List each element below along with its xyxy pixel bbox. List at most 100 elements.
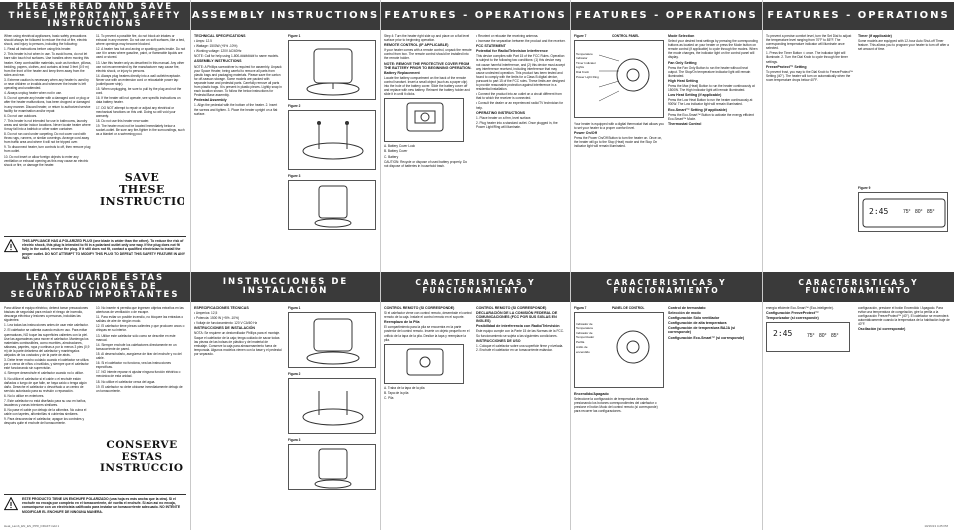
fcc-text: This device complies with Part 15 of the… — [476, 54, 565, 92]
figure-part: A. Battery Cover Lock — [384, 144, 416, 149]
spec-line-es: • Potencia: 1500 W (+5% -10%) — [194, 316, 239, 321]
display-time-es: 2:45 — [773, 329, 793, 339]
features-column-es-1b: CONTROL REMOTO (SI CORRESPONDE) DECLARAC… — [476, 306, 566, 522]
figure-2-label: Figure 2 — [288, 104, 301, 108]
figura-1-label: Figura 1 — [288, 306, 301, 310]
figure-3-label: Figure 3 — [288, 174, 301, 178]
safety-item: 13. Use this heater only as described in… — [96, 60, 185, 73]
features-banner-en-3: FEATURES - OPERATIONS — [763, 2, 954, 30]
features-column-en-3a: To prevent a precise comfort level, turn… — [766, 34, 854, 264]
figure-part-es: C. Pila — [384, 395, 394, 400]
safety-banner-en: PLEASE READ AND SAVE THESE IMPORTANT SAF… — [0, 2, 190, 30]
safety-item-es: 11. Para evitar un posible incendio, no … — [96, 315, 184, 324]
remote-heading-es: CONTROL REMOTO (SI CORRESPONDE) — [384, 306, 455, 310]
callout-temperature: Temperature Indicator — [576, 52, 593, 61]
timer-heading: Timer (if applicable) — [858, 34, 892, 38]
footer-date: 10/16/13 4:25 PM — [924, 524, 948, 528]
eco-intro-es: energía eficiente Eco-Smart™ (Eco-inteli… — [766, 306, 834, 310]
safety-intro: When using electrical appliances, basic … — [4, 34, 88, 47]
safety-item-es: 10. No inserte ni permita que ingresen o… — [96, 306, 184, 315]
figure-part-es: B. Tapa de la pila — [384, 390, 409, 395]
figura-2-assembly — [288, 378, 376, 434]
safety-item-es: 19. El calefactor no debe ubicarse inmed… — [96, 384, 183, 393]
safety-item-es: 13. Utilice este calefactor sólo como se… — [96, 333, 176, 342]
figure-part-es: A. Traba de la tapa de la pila — [384, 385, 425, 390]
safety-item: 9. To disconnect heater, turn controls t… — [4, 145, 91, 154]
column-divider — [570, 0, 571, 530]
timer-text: Some models are equipped with 12-hour Au… — [858, 39, 949, 52]
display-temp: 80° — [915, 209, 923, 215]
safety-item: 10. Do not insert or allow foreign objec… — [4, 154, 89, 167]
safety-item: 15. When unplugging, be sure to pull by … — [96, 87, 182, 96]
safety-item-es: 8. No pase el cable por debajo de la alf… — [4, 408, 87, 417]
freeze-heading-es: Configuración FreezeProtect™ — [766, 311, 819, 316]
safety-item-es: 2. El calefactor se calienta cuando está… — [4, 328, 90, 358]
figura-7-label: Figura 7 — [574, 306, 587, 310]
fan-text: Press the Fan Only Button to run the hea… — [668, 65, 751, 78]
save-instructions-es: CONSERVE ESTAS INSTRUCCIONES — [100, 440, 184, 474]
save-instructions-en: SAVE THESE INSTRUCTIONS — [100, 172, 184, 208]
polarized-warning-es: ESTE PRODUCTO TIENE UN ENCHUFE POLARIZAD… — [4, 494, 186, 524]
control-panel-illustration — [616, 330, 650, 364]
timer-heading-es: Temporizador (si corresponde) — [766, 316, 819, 321]
figura-3-label: Figura 3 — [288, 438, 301, 442]
assembly-text-es: NOTA: Se requiere un destornillador Phil… — [194, 331, 282, 356]
polarized-warning-text-en: THIS APPLIANCE HAS A POLARIZED PLUG (one… — [22, 239, 185, 260]
oscillation-heading-es: Oscilación (si corresponde) — [858, 327, 906, 332]
fcc-subheading: Potential for Radio/Television Interfere… — [476, 49, 548, 54]
spec-line: • Working voltage: 120V AC/60Hz — [194, 49, 242, 54]
features-column-en-2a: Your heater is equipped with a digital t… — [574, 122, 664, 262]
spec-line-es: • Amperios: 12,5 — [194, 311, 218, 316]
battery-caution: CAUTION: Recycle or dispose of used batt… — [384, 159, 468, 168]
safety-item-es: 17. NO intente reparar ni ajustar ningun… — [96, 370, 181, 379]
display-temp: 75° — [903, 209, 911, 215]
eco-heading: Eco-Smart™ Setting (if applicable) — [668, 107, 727, 112]
safety-item: 6. Do not use outdoors. — [4, 113, 38, 118]
battery-note: NOTE: REMOVE THE PROTECTIVE COVER FROM T… — [384, 61, 472, 70]
battery-text-es: El compartimiento para la pila se encuen… — [384, 325, 470, 342]
remote-heading-es-2: CONTROL REMOTO (SI CORRESPONDE) — [476, 306, 547, 310]
screw-assembly-illustration — [302, 391, 364, 426]
polarized-warning-en: THIS APPLIANCE HAS A POLARIZED PLUG (one… — [4, 236, 186, 268]
fcc-heading: FCC STATEMENT — [476, 44, 506, 49]
safety-item-es: 18. No utilice el calefactor cerca del a… — [96, 379, 156, 384]
high-heading: High Heat Setting — [668, 78, 698, 83]
panel-de-control-label: PANEL DE CONTROL — [612, 306, 645, 310]
figure-3-heater-upright — [288, 180, 376, 230]
fcc-measure: • Consult the dealer or an experienced r… — [476, 101, 564, 110]
features-column-es-1a: CONTROL REMOTO (SI CORRESPONDE) Si el ca… — [384, 306, 472, 522]
display-temp-es: 85° — [831, 333, 839, 340]
mode-text: Select your desired heat settings by pre… — [668, 39, 758, 60]
safety-column-es-right: 10. No inserte ni permita que ingresen o… — [96, 306, 186, 436]
figura-4-remote — [384, 343, 464, 384]
battery-text: Locate the battery compartment on the ba… — [384, 75, 470, 97]
features-column-en-1a: Step 4: Turn the heater right side up an… — [384, 34, 472, 264]
remote-text-es: Si el calefactor viene con control remot… — [384, 311, 472, 320]
figure-9-label: Figure 9 — [858, 186, 871, 190]
safety-item: 14. Always plug heaters directly into a … — [96, 73, 181, 87]
power-text: Press the Power On/Off Button to turn th… — [574, 136, 663, 149]
mode-heading-es: Selección de modo — [668, 311, 701, 316]
figura-3-upright — [288, 444, 376, 490]
operating-heading: OPERATING INSTRUCTIONS — [476, 110, 526, 115]
safety-item: 7. This heater is not intended for use i… — [4, 118, 91, 131]
figure-7-control-panel — [574, 40, 664, 118]
safety-item: 11. To prevent a possible fire, do not b… — [96, 34, 185, 47]
figure-part: B. Battery Cover — [384, 149, 408, 154]
figure-4-remote-battery — [384, 98, 464, 143]
spec-line: • Amps: 12.5 — [194, 39, 212, 44]
callout-power-ring-es: Anillo de encendido — [576, 345, 590, 354]
mode-text-es: Seleccione la configuración de temperatu… — [574, 397, 658, 414]
figura-7-control-panel — [574, 312, 664, 388]
features-banner-es-3: CARACTERISTICAS Y FUNCIONAMIENTO — [763, 272, 954, 302]
safety-item-es: 12. El calefactor tiene piezas calientes… — [96, 324, 185, 333]
screw-assembly-illustration — [302, 121, 364, 160]
safety-item: 1. Read all instructions before using th… — [4, 47, 72, 52]
footer-file: Heat_Lamb_EN_ES_PPR_DRAFT.indd 1 — [4, 524, 60, 528]
low-heading: Low Heat Setting (if applicable) — [668, 93, 722, 98]
fcc-measure: • Increase the separation between the pr… — [476, 39, 566, 44]
safety-item: 16. If the heater will not operate, see … — [96, 96, 181, 105]
tech-specs-heading: TECHNICAL SPECIFICATIONS — [194, 34, 246, 38]
fcc-heading-es: DECLARACIÓN DE LA COMISIÓN FEDERAL DE CO… — [476, 311, 558, 324]
